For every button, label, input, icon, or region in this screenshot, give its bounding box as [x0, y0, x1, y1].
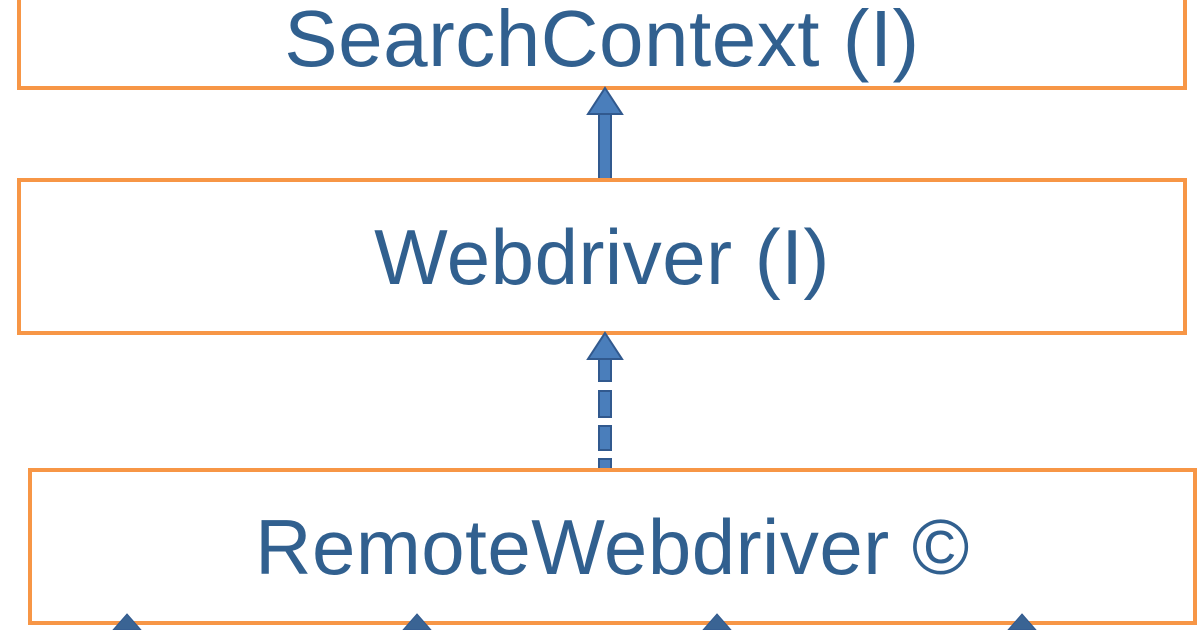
uml-node-webdriver-label: Webdriver (I) [374, 212, 830, 301]
edge-arrowhead-icon [586, 86, 624, 115]
uml-node-searchcontext[interactable]: SearchContext (I) [17, 0, 1187, 90]
edge-remotewebdriver-implements-webdriver [575, 331, 635, 471]
uml-node-webdriver[interactable]: Webdriver (I) [17, 178, 1187, 335]
edge-arrowhead-subclass-4 [1007, 613, 1037, 630]
uml-node-remotewebdriver-label: RemoteWebdriver © [255, 502, 970, 591]
arrowhead-icon [112, 613, 142, 630]
arrowhead-icon [402, 613, 432, 630]
edge-shaft-solid [598, 113, 612, 183]
arrowhead-icon [1007, 613, 1037, 630]
edge-webdriver-extends-searchcontext [575, 86, 635, 183]
uml-node-remotewebdriver[interactable]: RemoteWebdriver © [28, 468, 1197, 625]
arrowhead-icon [702, 613, 732, 630]
edge-arrowhead-icon [586, 331, 624, 360]
edge-arrowhead-subclass-1 [112, 613, 142, 630]
edge-arrowhead-subclass-3 [702, 613, 732, 630]
edge-shaft-dashed [598, 358, 612, 471]
edge-arrowhead-subclass-2 [402, 613, 432, 630]
uml-node-searchcontext-label: SearchContext (I) [284, 0, 920, 83]
